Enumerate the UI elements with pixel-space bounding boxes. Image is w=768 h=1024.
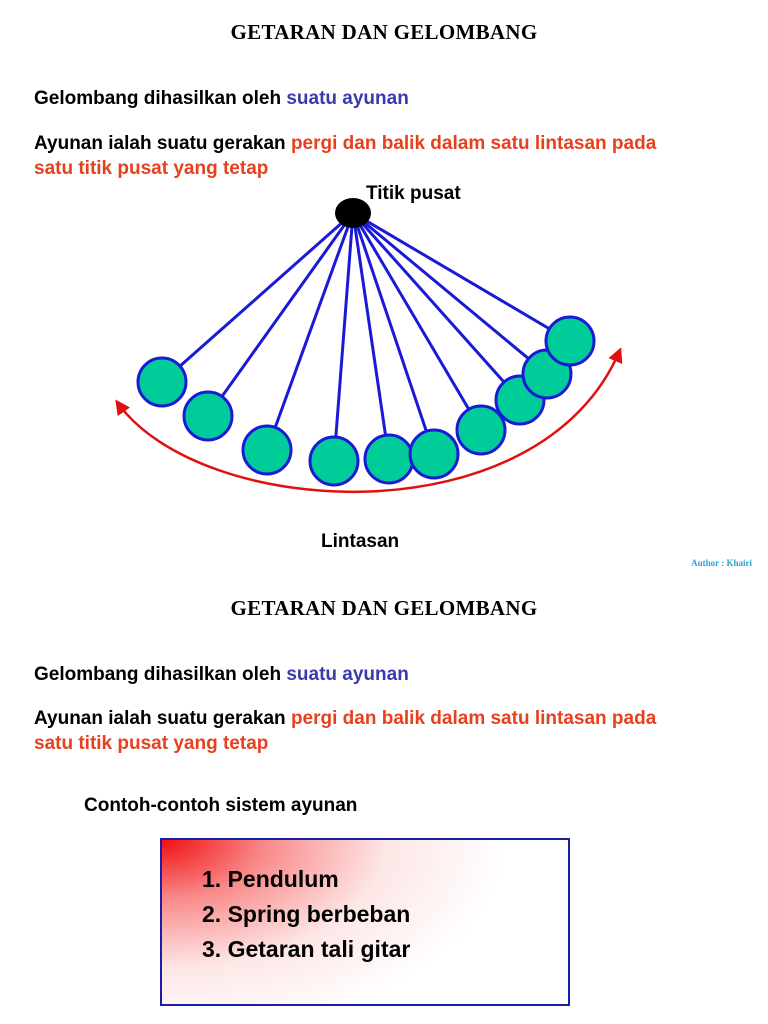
definition-oscillation: Ayunan ialah suatu gerakan pergi dan bal… [34, 131, 656, 156]
pendulum-string [352, 211, 548, 376]
definition-oscillation-highlight: pergi dan balik dalam satu lintasan pada [290, 133, 657, 154]
example-item: 2. Spring berbeban [202, 901, 411, 927]
examples-heading: Contoh-contoh sistem ayunan [84, 795, 358, 816]
pendulum-string [351, 212, 483, 431]
pendulum-string [265, 212, 355, 451]
pendulum-strings [161, 211, 571, 462]
definition-oscillation-text: Ayunan ialah suatu gerakan [34, 708, 291, 729]
pendulum-string [351, 212, 391, 460]
slide-title: GETARAN DAN GELOMBANG [230, 596, 538, 620]
examples-box: 1. Pendulum 2. Spring berbeban 3. Getara… [160, 838, 570, 1006]
definition-wave-highlight: suatu ayunan [286, 664, 409, 685]
path-label: Lintasan [321, 531, 400, 552]
definition-oscillation-continued: satu titik pusat yang tetap [34, 733, 269, 754]
example-item: 1. Pendulum [202, 866, 339, 892]
pendulum-bob [241, 424, 293, 476]
pendulum-bob [544, 315, 596, 367]
definition-wave: Gelombang dihasilkan oleh suatu ayunan [34, 662, 409, 687]
pendulum-string [351, 212, 436, 455]
definition-oscillation-text: Ayunan ialah suatu gerakan [34, 133, 291, 154]
example-item: 3. Getaran tali gitar [202, 936, 411, 962]
definition-oscillation-highlight: pergi dan balik dalam satu lintasan pada [290, 708, 657, 729]
slide-1: GETARAN DAN GELOMBANG Gelombang dihasilk… [34, 20, 752, 568]
slide-2: GETARAN DAN GELOMBANG Gelombang dihasilk… [0, 584, 768, 1024]
pivot-point [335, 198, 371, 228]
pendulum-string [206, 212, 355, 417]
pendulum-bob [308, 435, 360, 487]
pendulum-string [332, 212, 355, 462]
pendulum-bobs [136, 315, 596, 487]
pendulum-bob [363, 433, 415, 485]
pivot-label: Titik pusat [366, 183, 461, 204]
pendulum-bob [408, 428, 460, 480]
pendulum-bob [182, 390, 234, 442]
pendulum-string [161, 211, 354, 384]
pendulum-string [351, 212, 522, 401]
pendulum-bob [136, 356, 188, 408]
definition-wave-text: Gelombang dihasilkan oleh [34, 88, 287, 109]
definition-oscillation: Ayunan ialah suatu gerakan pergi dan bal… [34, 706, 656, 731]
definition-wave: Gelombang dihasilkan oleh suatu ayunan [34, 86, 409, 111]
pendulum-diagram [115, 198, 623, 494]
author-credit: Author : Khairi [691, 558, 752, 568]
path-arc [115, 347, 623, 494]
pendulum-bob [455, 404, 507, 456]
definition-wave-text: Gelombang dihasilkan oleh [34, 664, 287, 685]
definition-oscillation-continued: satu titik pusat yang tetap [34, 158, 269, 179]
definition-wave-highlight: suatu ayunan [286, 88, 409, 109]
pendulum-string [352, 211, 571, 343]
slide-title: GETARAN DAN GELOMBANG [230, 20, 538, 44]
